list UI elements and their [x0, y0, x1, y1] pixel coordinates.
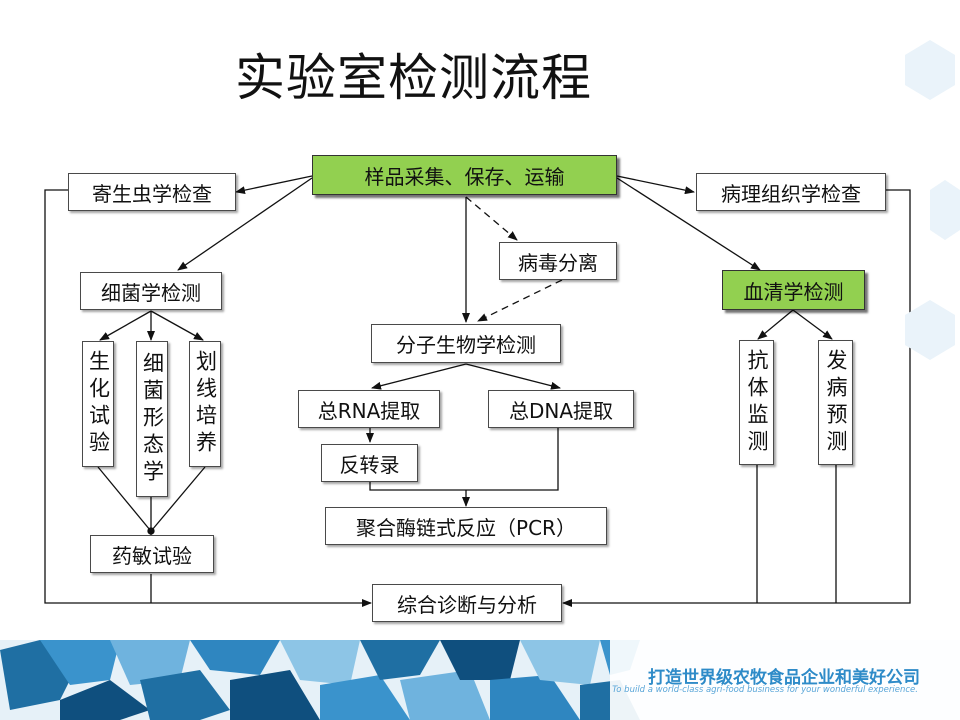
node-histopathology: 病理组织学检查 — [696, 173, 886, 211]
node-pcr: 聚合酶链式反应（PCR） — [325, 507, 607, 545]
node-streak-culture: 划线培养 — [189, 341, 221, 467]
node-drug-sensitivity: 药敏试验 — [90, 535, 214, 573]
page-title: 实验室检测流程 — [235, 49, 592, 107]
node-sample-collection: 样品采集、保存、运输 — [312, 155, 617, 195]
node-biochemical-test: 生化试验 — [82, 341, 114, 467]
node-parasitology: 寄生虫学检查 — [68, 173, 236, 211]
footer-banner — [0, 640, 960, 720]
node-reverse-transcription: 反转录 — [321, 444, 418, 482]
node-bacterial-morphology: 细菌形态学 — [136, 341, 168, 497]
hexagon-pattern — [0, 640, 960, 720]
company-tagline-english: To build a world-class agri-food busines… — [612, 685, 918, 695]
node-dna-extraction: 总DNA提取 — [488, 390, 634, 428]
node-bacteriology: 细菌学检测 — [80, 272, 222, 310]
node-serology: 血清学检测 — [722, 270, 865, 310]
node-virus-isolation: 病毒分离 — [499, 242, 617, 280]
node-comprehensive-diagnosis: 综合诊断与分析 — [372, 584, 562, 622]
node-molecular-biology: 分子生物学检测 — [371, 324, 561, 363]
node-rna-extraction: 总RNA提取 — [298, 390, 440, 428]
node-disease-forecast: 发病预测 — [818, 340, 853, 465]
company-tagline: 打造世界级农牧食品企业和美好公司 — [648, 668, 920, 688]
side-pattern — [905, 40, 960, 360]
node-antibody-monitoring: 抗体监测 — [739, 340, 774, 465]
